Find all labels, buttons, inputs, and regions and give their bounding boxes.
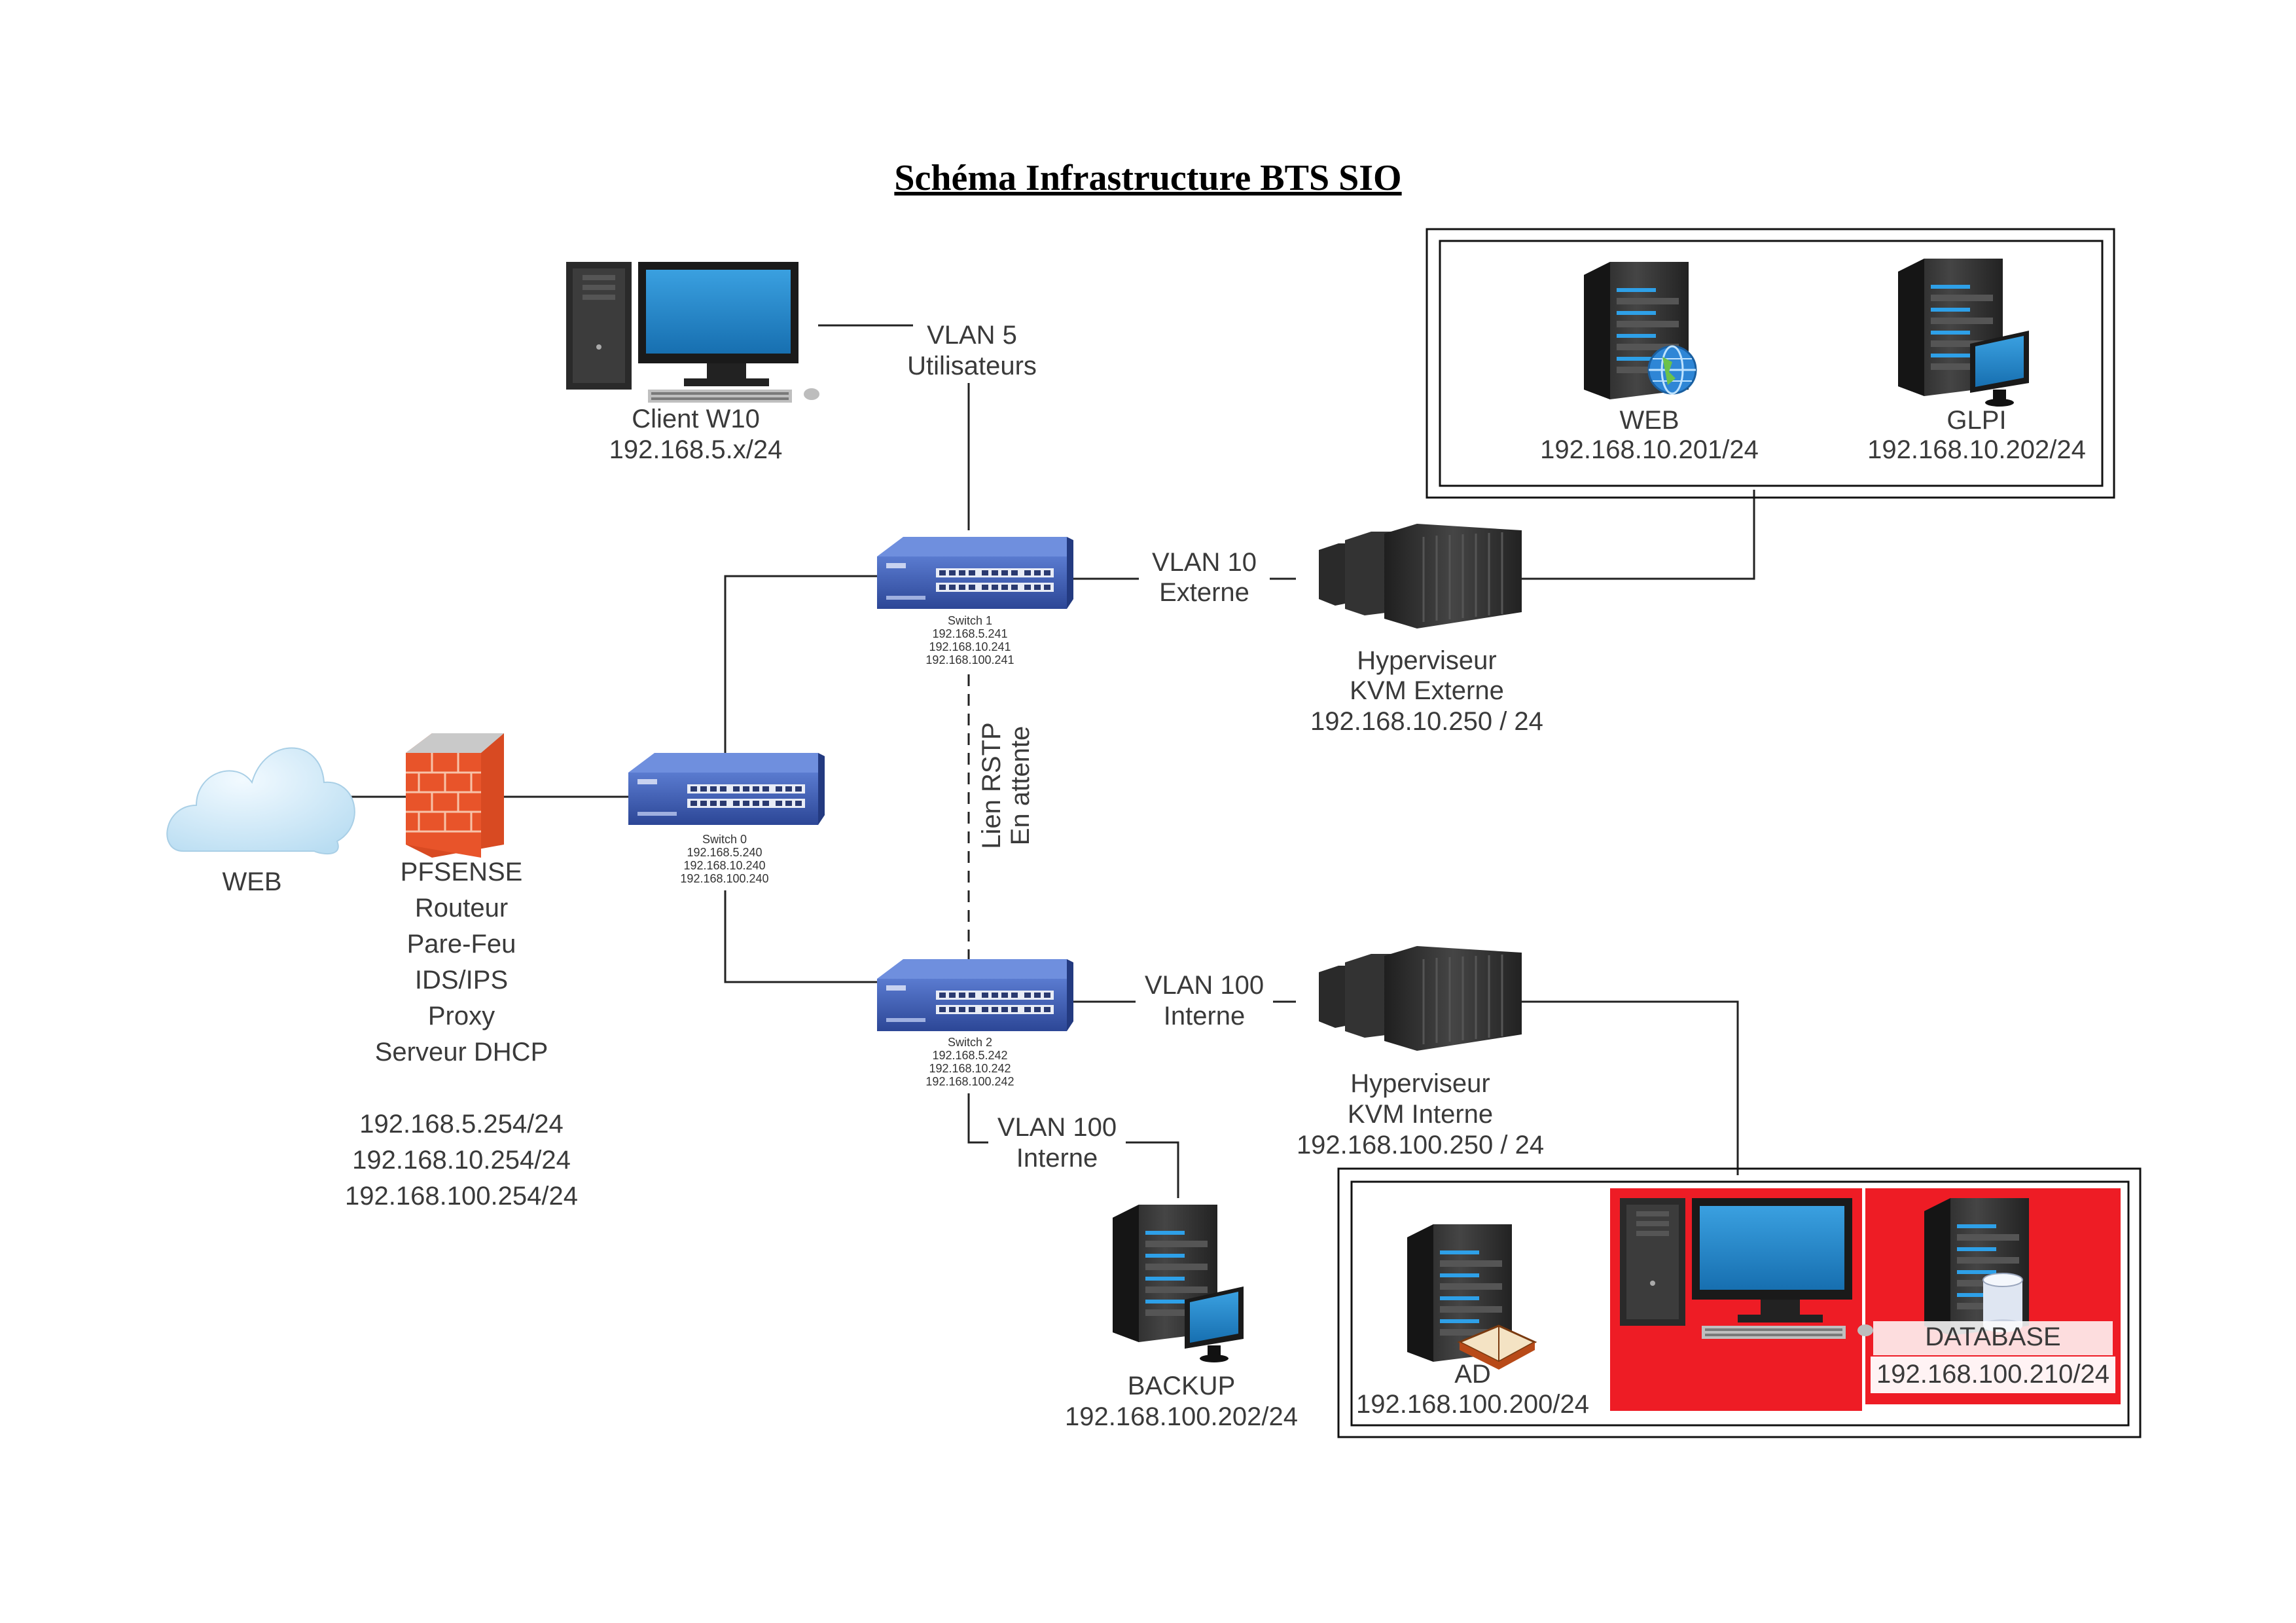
backup-server-ip: 192.168.100.202/24 — [1065, 1402, 1298, 1431]
switch-1: Switch 1 192.168.5.241 192.168.10.241 19… — [877, 537, 1073, 671]
desktop-computer-icon — [566, 262, 819, 403]
switch2-name: Switch 2 — [948, 1036, 992, 1049]
vlan100-backup-label: VLAN 100 — [997, 1113, 1117, 1142]
network-switch-icon — [877, 537, 1073, 609]
ad-server-ip: 192.168.100.200/24 — [1356, 1390, 1589, 1419]
pfsense-role-4: Proxy — [428, 1002, 495, 1030]
web-server-ip: 192.168.10.201/24 — [1540, 435, 1759, 464]
hyperviseur-interne: Hyperviseur KVM Interne 192.168.100.250 … — [1297, 945, 1544, 1159]
backup-server-name: BACKUP — [1128, 1372, 1236, 1400]
pfsense-role-3: IDS/IPS — [415, 966, 508, 994]
vlan10-sublabel: Externe — [1159, 578, 1249, 607]
hyperint-line1: Hyperviseur — [1350, 1069, 1490, 1098]
switch0-name: Switch 0 — [702, 833, 747, 846]
server-ad: AD 192.168.100.200/24 — [1356, 1224, 1589, 1419]
server-rack-icon — [1318, 945, 1523, 1052]
switch1-ip-10: 192.168.10.241 — [929, 640, 1011, 653]
client-ip: 192.168.5.x/24 — [609, 435, 783, 464]
switch2-ip-100: 192.168.100.242 — [925, 1075, 1014, 1088]
switch0-ip-10: 192.168.10.240 — [683, 859, 765, 872]
switch0-ip-100: 192.168.100.240 — [680, 872, 768, 885]
client-w10: Client W10 192.168.5.x/24 — [566, 262, 819, 464]
server-group-externe — [1426, 228, 2115, 499]
server-backup: BACKUP 192.168.100.202/24 — [1065, 1205, 1298, 1431]
link-hyperint-servers — [1505, 1000, 1739, 1175]
vlan100-backup-sublabel: Interne — [1016, 1144, 1098, 1173]
pfsense-ip-5: 192.168.5.254/24 — [359, 1110, 563, 1139]
pfsense-role-2: Pare-Feu — [407, 930, 516, 958]
monitor-icon — [1970, 331, 2029, 407]
page-title: Schéma Infrastructure BTS SIO — [894, 158, 1401, 198]
link-switch0-switch2 — [724, 871, 877, 983]
network-switch-icon — [877, 959, 1073, 1031]
vlan5-sublabel: Utilisateurs — [907, 352, 1037, 380]
switch0-ip-5: 192.168.5.240 — [687, 846, 762, 859]
glpi-server-name: GLPI — [1946, 406, 2006, 435]
switch-0: Switch 0 192.168.5.240 192.168.10.240 19… — [628, 753, 825, 890]
hyperint-line2: KVM Interne — [1348, 1100, 1493, 1129]
vlan100-hyp-label: VLAN 100 — [1145, 971, 1264, 1000]
book-icon — [1457, 1324, 1537, 1370]
pfsense-ip-10: 192.168.10.254/24 — [352, 1146, 571, 1175]
pfsense-firewall: PFSENSE Routeur Pare-Feu IDS/IPS Proxy S… — [345, 733, 578, 1211]
switch1-name: Switch 1 — [948, 614, 992, 627]
web-server-name: WEB — [1619, 406, 1679, 435]
server-glpi: GLPI 192.168.10.202/24 — [1867, 259, 2086, 464]
rstp-label: Lien RSTP En attente — [977, 722, 1035, 848]
switch2-ip-10: 192.168.10.242 — [929, 1062, 1011, 1075]
glpi-server-ip: 192.168.10.202/24 — [1867, 435, 2086, 464]
pfsense-role-5: Serveur DHCP — [375, 1038, 548, 1067]
globe-icon — [1647, 345, 1697, 395]
pfsense-role-1: Routeur — [415, 894, 508, 922]
ad-server-name: AD — [1454, 1360, 1491, 1389]
database-server-name: DATABASE — [1925, 1322, 2060, 1351]
switch1-ip-100: 192.168.100.241 — [925, 653, 1014, 666]
server-database: DATABASE 192.168.100.210/24 — [1871, 1198, 2115, 1393]
vlan100-hyp-sublabel: Interne — [1164, 1002, 1246, 1030]
firewall-icon — [406, 733, 504, 858]
server-web: WEB 192.168.10.201/24 — [1540, 262, 1759, 464]
vlan5-label: VLAN 5 — [927, 321, 1017, 350]
vlan10-label: VLAN 10 — [1152, 548, 1257, 577]
hyperviseur-externe: Hyperviseur KVM Externe 192.168.10.250 /… — [1310, 522, 1543, 736]
hyperext-line2: KVM Externe — [1350, 676, 1504, 705]
pfsense-role-0: PFSENSE — [401, 858, 523, 886]
rstp-line1: Lien RSTP — [977, 722, 1006, 848]
vlan-labels: VLAN 5 Utilisateurs VLAN 10 Externe VLAN… — [907, 314, 1273, 1175]
database-server-ip: 192.168.100.210/24 — [1876, 1360, 2109, 1389]
network-switch-icon — [628, 753, 825, 825]
switch-2: Switch 2 192.168.5.242 192.168.10.242 19… — [877, 959, 1073, 1093]
monitor-icon — [1185, 1286, 1244, 1362]
server-rack-icon — [1318, 522, 1523, 630]
switch2-ip-5: 192.168.5.242 — [932, 1049, 1007, 1062]
pfsense-ip-100: 192.168.100.254/24 — [345, 1182, 578, 1211]
web-cloud-label: WEB — [222, 867, 281, 896]
link-hyperext-servers — [1499, 490, 1755, 580]
hyperext-line1: Hyperviseur — [1357, 646, 1496, 675]
switch1-ip-5: 192.168.5.241 — [932, 627, 1007, 640]
cloud-icon — [166, 747, 355, 855]
hyperext-ip: 192.168.10.250 / 24 — [1310, 707, 1543, 736]
server-group-interne — [1337, 1167, 2142, 1438]
internet-cloud: WEB — [166, 747, 355, 896]
hyperint-ip: 192.168.100.250 / 24 — [1297, 1131, 1544, 1159]
rstp-line2: En attente — [1006, 726, 1035, 845]
client-name: Client W10 — [632, 405, 760, 433]
